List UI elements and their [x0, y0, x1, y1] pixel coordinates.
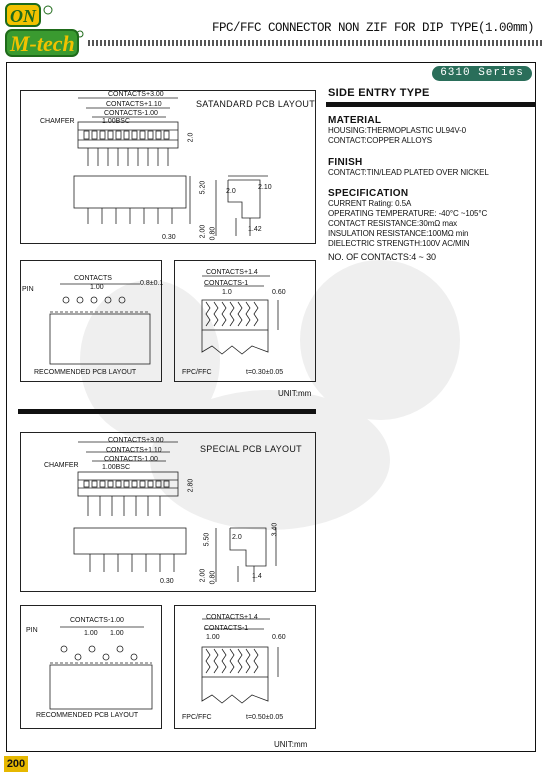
pcb-pin-label: PIN — [22, 286, 34, 293]
dim-label: 2.10 — [258, 184, 272, 191]
unit-label: UNIT:mm — [278, 389, 312, 398]
dim-label: 2.0 — [226, 188, 236, 195]
dim-label: 1.42 — [248, 226, 262, 233]
dim-label: 1.00 — [206, 634, 220, 641]
standard-pcb-title: RECOMMENDED PCB LAYOUT — [34, 369, 137, 376]
standard-fpc-panel — [174, 260, 316, 382]
contacts-count: NO. OF CONTACTS:4 ~ 30 — [328, 252, 436, 262]
dim-label: 0.8±0.1 — [140, 280, 164, 287]
special-layout-panel — [20, 432, 316, 592]
special-drawing — [73, 441, 277, 582]
fpc-label: FPC/FFC — [182, 369, 212, 376]
standard-layout-title: SATANDARD PCB LAYOUT — [196, 99, 316, 109]
standard-pcb-panel — [20, 260, 162, 382]
section-divider — [18, 409, 316, 414]
heading-rule — [326, 102, 536, 107]
special-pcb-panel — [20, 605, 162, 729]
spec-line: OPERATING TEMPERATURE: -40°C ~105°C — [328, 209, 488, 218]
dim-label: 0.60 — [272, 289, 286, 296]
brand-logo: ON M-tech — [4, 2, 84, 60]
dim-pitch: 1.00BSC — [102, 118, 131, 125]
content-frame — [6, 62, 536, 752]
dim-label: 1.4 — [252, 573, 262, 580]
pcb-pin-label: PIN — [26, 627, 38, 634]
dim-label: 0.60 — [272, 634, 286, 641]
special-layout-title: SPECIAL PCB LAYOUT — [200, 444, 302, 454]
series-badge — [432, 66, 532, 81]
special-pcb-drawing — [49, 626, 153, 710]
fpc-thickness: t=0.50±0.05 — [246, 714, 284, 721]
special-pcb-title: RECOMMENDED PCB LAYOUT — [36, 712, 139, 719]
series-badge-label: 6310 Series — [440, 67, 524, 79]
dim-label: 1.0 — [222, 289, 232, 296]
material-line: HOUSING:THERMOPLASTIC UL94V-0 — [328, 126, 467, 135]
dim-label: 2.0 — [232, 534, 242, 541]
standard-drawing — [73, 97, 268, 236]
pcb-contacts-label: CONTACTS-1.00 — [70, 617, 124, 624]
finish-title: FINISH — [328, 157, 363, 168]
finish-line: CONTACT:TIN/LEAD PLATED OVER NICKEL — [328, 168, 489, 177]
dim-label: 1.00 — [84, 630, 98, 637]
fpc-label: FPC/FFC — [182, 714, 212, 721]
dim-label: 0.30 — [162, 234, 176, 241]
dim-contacts-mid: CONTACTS+1.10 — [106, 447, 162, 454]
fpc-contacts-top: CONTACTS+1.4 — [206, 269, 258, 276]
fpc-thickness: t=0.30±0.05 — [246, 369, 284, 376]
header-divider — [88, 40, 542, 46]
page-number: 200 — [4, 756, 28, 772]
dim-contacts-low: CONTACTS-1.00 — [104, 456, 158, 463]
entry-type-heading: SIDE ENTRY TYPE — [328, 87, 430, 99]
dim-label: 1.00 — [110, 630, 124, 637]
special-fpc-drawing — [201, 618, 279, 704]
standard-fpc-drawing — [201, 275, 279, 355]
dim-label: 1.00 — [90, 284, 104, 291]
dim-contacts-top: CONTACTS+3.00 — [108, 437, 164, 444]
fpc-contacts-top: CONTACTS+1.4 — [206, 614, 258, 621]
watermark-mascot — [80, 260, 460, 530]
chamfer-label: CHAMFER — [44, 462, 79, 469]
dim-pitch: 1.00BSC — [102, 464, 131, 471]
unit-label: UNIT:mm — [274, 740, 308, 749]
standard-pcb-drawing — [49, 283, 151, 365]
spec-line: DIELECTRIC STRENGTH:100V AC/MIN — [328, 239, 470, 248]
chamfer-label: CHAMFER — [40, 118, 75, 125]
spec-line: CURRENT Rating: 0.5A — [328, 199, 412, 208]
dim-contacts-mid: CONTACTS+1.10 — [106, 101, 162, 108]
specification-title: SPECIFICATION — [328, 188, 409, 199]
material-line: CONTACT:COPPER ALLOYS — [328, 136, 433, 145]
page-title: FPC/FFC CONNECTOR NON ZIF FOR DIP TYPE(1… — [211, 21, 535, 35]
fpc-contacts-mid: CONTACTS-1 — [204, 280, 249, 287]
spec-line: CONTACT RESISTANCE:30mΩ max — [328, 219, 458, 228]
svg-text:ON: ON — [10, 6, 37, 26]
spec-line: INSULATION RESISTANCE:100MΩ min — [328, 229, 469, 238]
brand-name: M-tech — [9, 31, 75, 56]
special-fpc-panel — [174, 605, 316, 729]
dim-contacts-low: CONTACTS-1.00 — [104, 110, 158, 117]
material-title: MATERIAL — [328, 115, 382, 126]
pcb-contacts-label: CONTACTS — [74, 275, 112, 282]
fpc-contacts-mid: CONTACTS-1 — [204, 625, 249, 632]
dim-contacts-top: CONTACTS+3.00 — [108, 91, 164, 98]
standard-layout-panel — [20, 90, 316, 244]
dim-label: 0.30 — [160, 578, 174, 585]
